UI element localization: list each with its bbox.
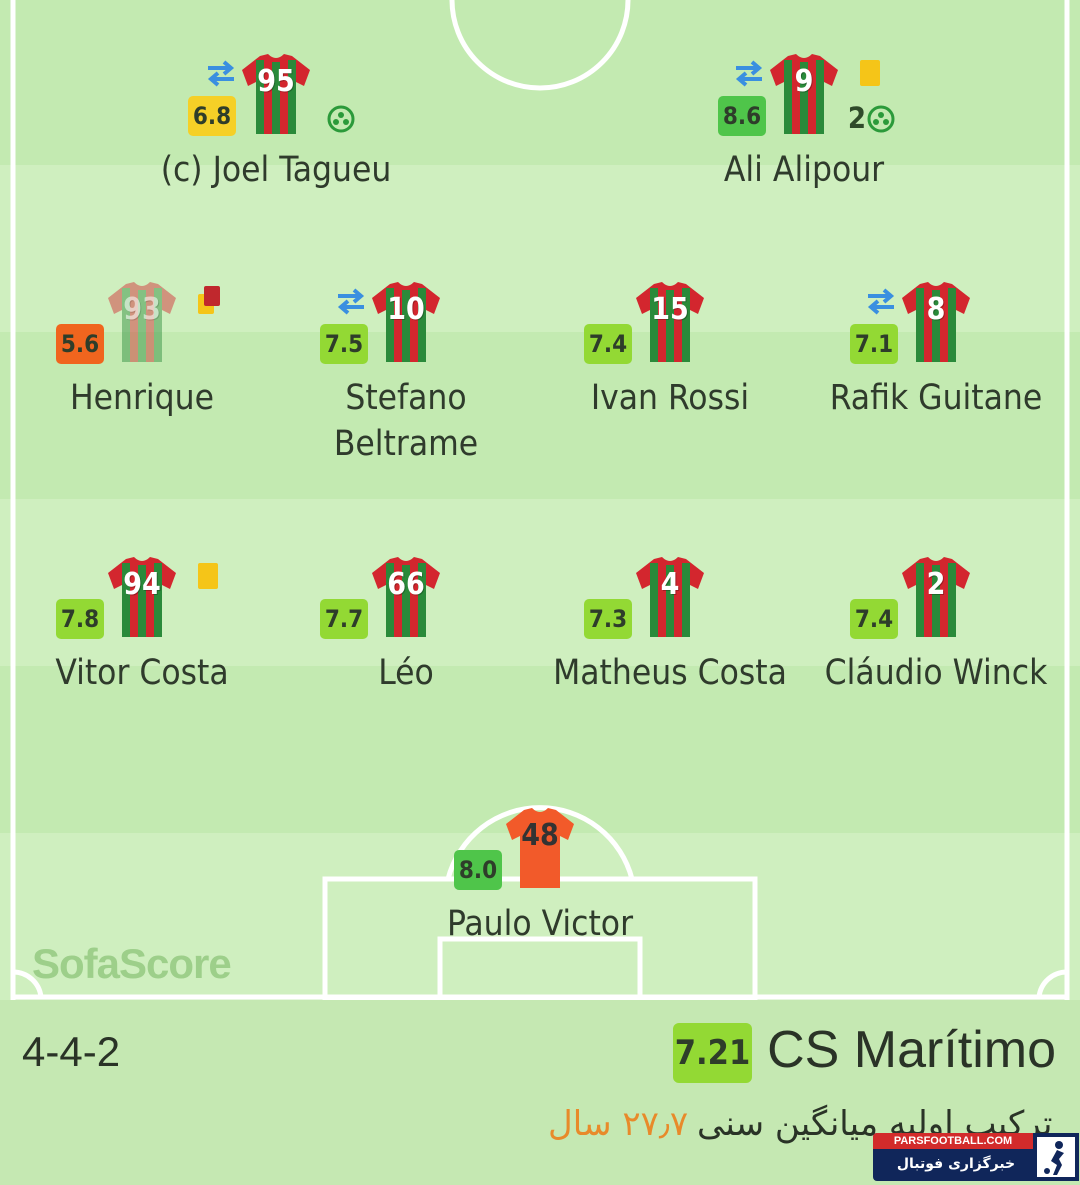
jersey-icon [242,54,310,134]
player-rating-badge: 7.4 [584,324,632,364]
jersey-icon [902,282,970,362]
substitution-icon [735,60,763,87]
jersey-icon [902,557,970,637]
substitution-icon [867,288,895,315]
badge-site: PARSFOOTBALL.COM [873,1133,1033,1149]
badge-text: خبرگزاری فوتبال ایران [896,1156,1016,1172]
player-vitor-costa[interactable]: 94 7.8 Vitor Costa [0,555,292,705]
jersey-number: 48 [521,818,559,853]
jersey-icon [108,282,176,362]
sofascore-watermark: SofaScore [32,940,232,987]
jersey-icon [108,557,176,637]
player-ivan-rossi[interactable]: 15 7.4 Ivan Rossi [520,280,820,430]
player-name: Matheus Costa [553,653,787,693]
player-name: Henrique [69,378,215,418]
player-name: (c) Joel Tagueu [160,150,392,190]
goal-count: 2 [847,101,866,135]
team-rating-badge: 7.21 [673,1023,752,1083]
player-rating-badge: 7.3 [584,599,632,639]
player-name: Léo [378,653,434,693]
formation-label: 4-4-2 [22,1028,121,1075]
lineup-pitch: SofaScore 95 6.8 (c) Joel Tagueu 9 8.6 2… [0,0,1080,1000]
parsfootball-badge[interactable]: PARSFOOTBALL.COM خبرگزاری فوتبال ایران [873,1133,1079,1181]
jersey-icon [372,282,440,362]
player-name: Ali Alipour [723,150,885,190]
goal-ball-icon [327,105,355,133]
player-silhouette-icon [1037,1137,1075,1177]
jersey-number: 94 [123,567,161,602]
average-age-label: میانگین سنی [697,1104,879,1144]
player-rating-badge: 6.8 [188,96,236,136]
jersey-icon [770,54,838,134]
jersey-number: 95 [257,64,295,99]
player-rating-badge: 7.5 [320,324,368,364]
player-henrique[interactable]: 93 5.6 Henrique [0,280,292,430]
player-claudio-winck[interactable]: 2 7.4 Cláudio Winck [786,555,1080,705]
pitch-markings [10,0,1070,1000]
player-name: Cláudio Winck [824,653,1048,693]
jersey-number: 66 [387,567,425,602]
jersey-number: 4 [660,567,680,602]
jersey-number: 9 [794,64,814,99]
team-name: CS Marítimo [767,1021,1056,1079]
player-rating-badge: 5.6 [56,324,104,364]
player-matheus-costa[interactable]: 4 7.3 Matheus Costa [520,555,820,705]
yellow-card-icon [860,60,880,86]
player-rafik-guitane[interactable]: 8 7.1 Rafik Guitane [786,280,1080,430]
goal-ball-icon [867,105,895,133]
substitution-icon [207,60,235,87]
player-name: Paulo Victor [446,904,634,944]
jersey-icon [506,808,574,888]
player-rating-badge: 7.8 [56,599,104,639]
player-leo[interactable]: 66 7.7 Léo [256,555,556,705]
player-rating-badge: 7.1 [850,324,898,364]
yellow-card-icon [198,563,218,589]
red-card-icon [204,286,220,306]
jersey-icon [636,557,704,637]
player-rating-badge: 7.4 [850,599,898,639]
player-name: Rafik Guitane [829,378,1043,418]
player-rating-badge: 8.0 [454,850,502,890]
player-name: Ivan Rossi [590,378,750,418]
jersey-number: 10 [387,292,425,327]
player-paulo-victor[interactable]: 48 8.0 Paulo Victor [390,806,690,956]
average-age: ۲۷٫۷ سال [548,1104,689,1144]
jersey-number: 93 [123,292,161,327]
player-joel-tagueu[interactable]: 95 6.8 (c) Joel Tagueu [126,52,426,202]
jersey-number: 8 [926,292,946,327]
player-rating-badge: 7.7 [320,599,368,639]
player-name: Vitor Costa [55,653,229,693]
jersey-icon [372,557,440,637]
player-rating-badge: 8.6 [718,96,766,136]
jersey-icon [636,282,704,362]
player-ali-alipour[interactable]: 9 8.6 2 Ali Alipour [654,52,954,202]
jersey-number: 15 [651,292,689,327]
jersey-number: 2 [926,567,946,602]
substitution-icon [337,288,365,315]
